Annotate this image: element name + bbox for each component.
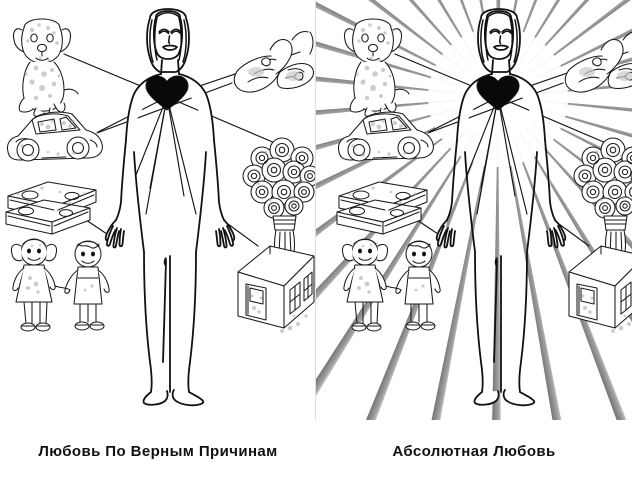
panel-divider [315, 0, 316, 420]
panel-pair [0, 0, 632, 420]
panel-right [316, 0, 632, 420]
panel-left [0, 0, 316, 420]
caption-right: Абсолютная Любовь [392, 443, 556, 460]
caption-left: Любовь По Верным Причинам [38, 443, 278, 460]
right-panel-artwork [316, 0, 632, 420]
left-panel-artwork [0, 0, 316, 420]
caption-row: Любовь По Верным Причинам Абсолютная Люб… [0, 420, 632, 482]
